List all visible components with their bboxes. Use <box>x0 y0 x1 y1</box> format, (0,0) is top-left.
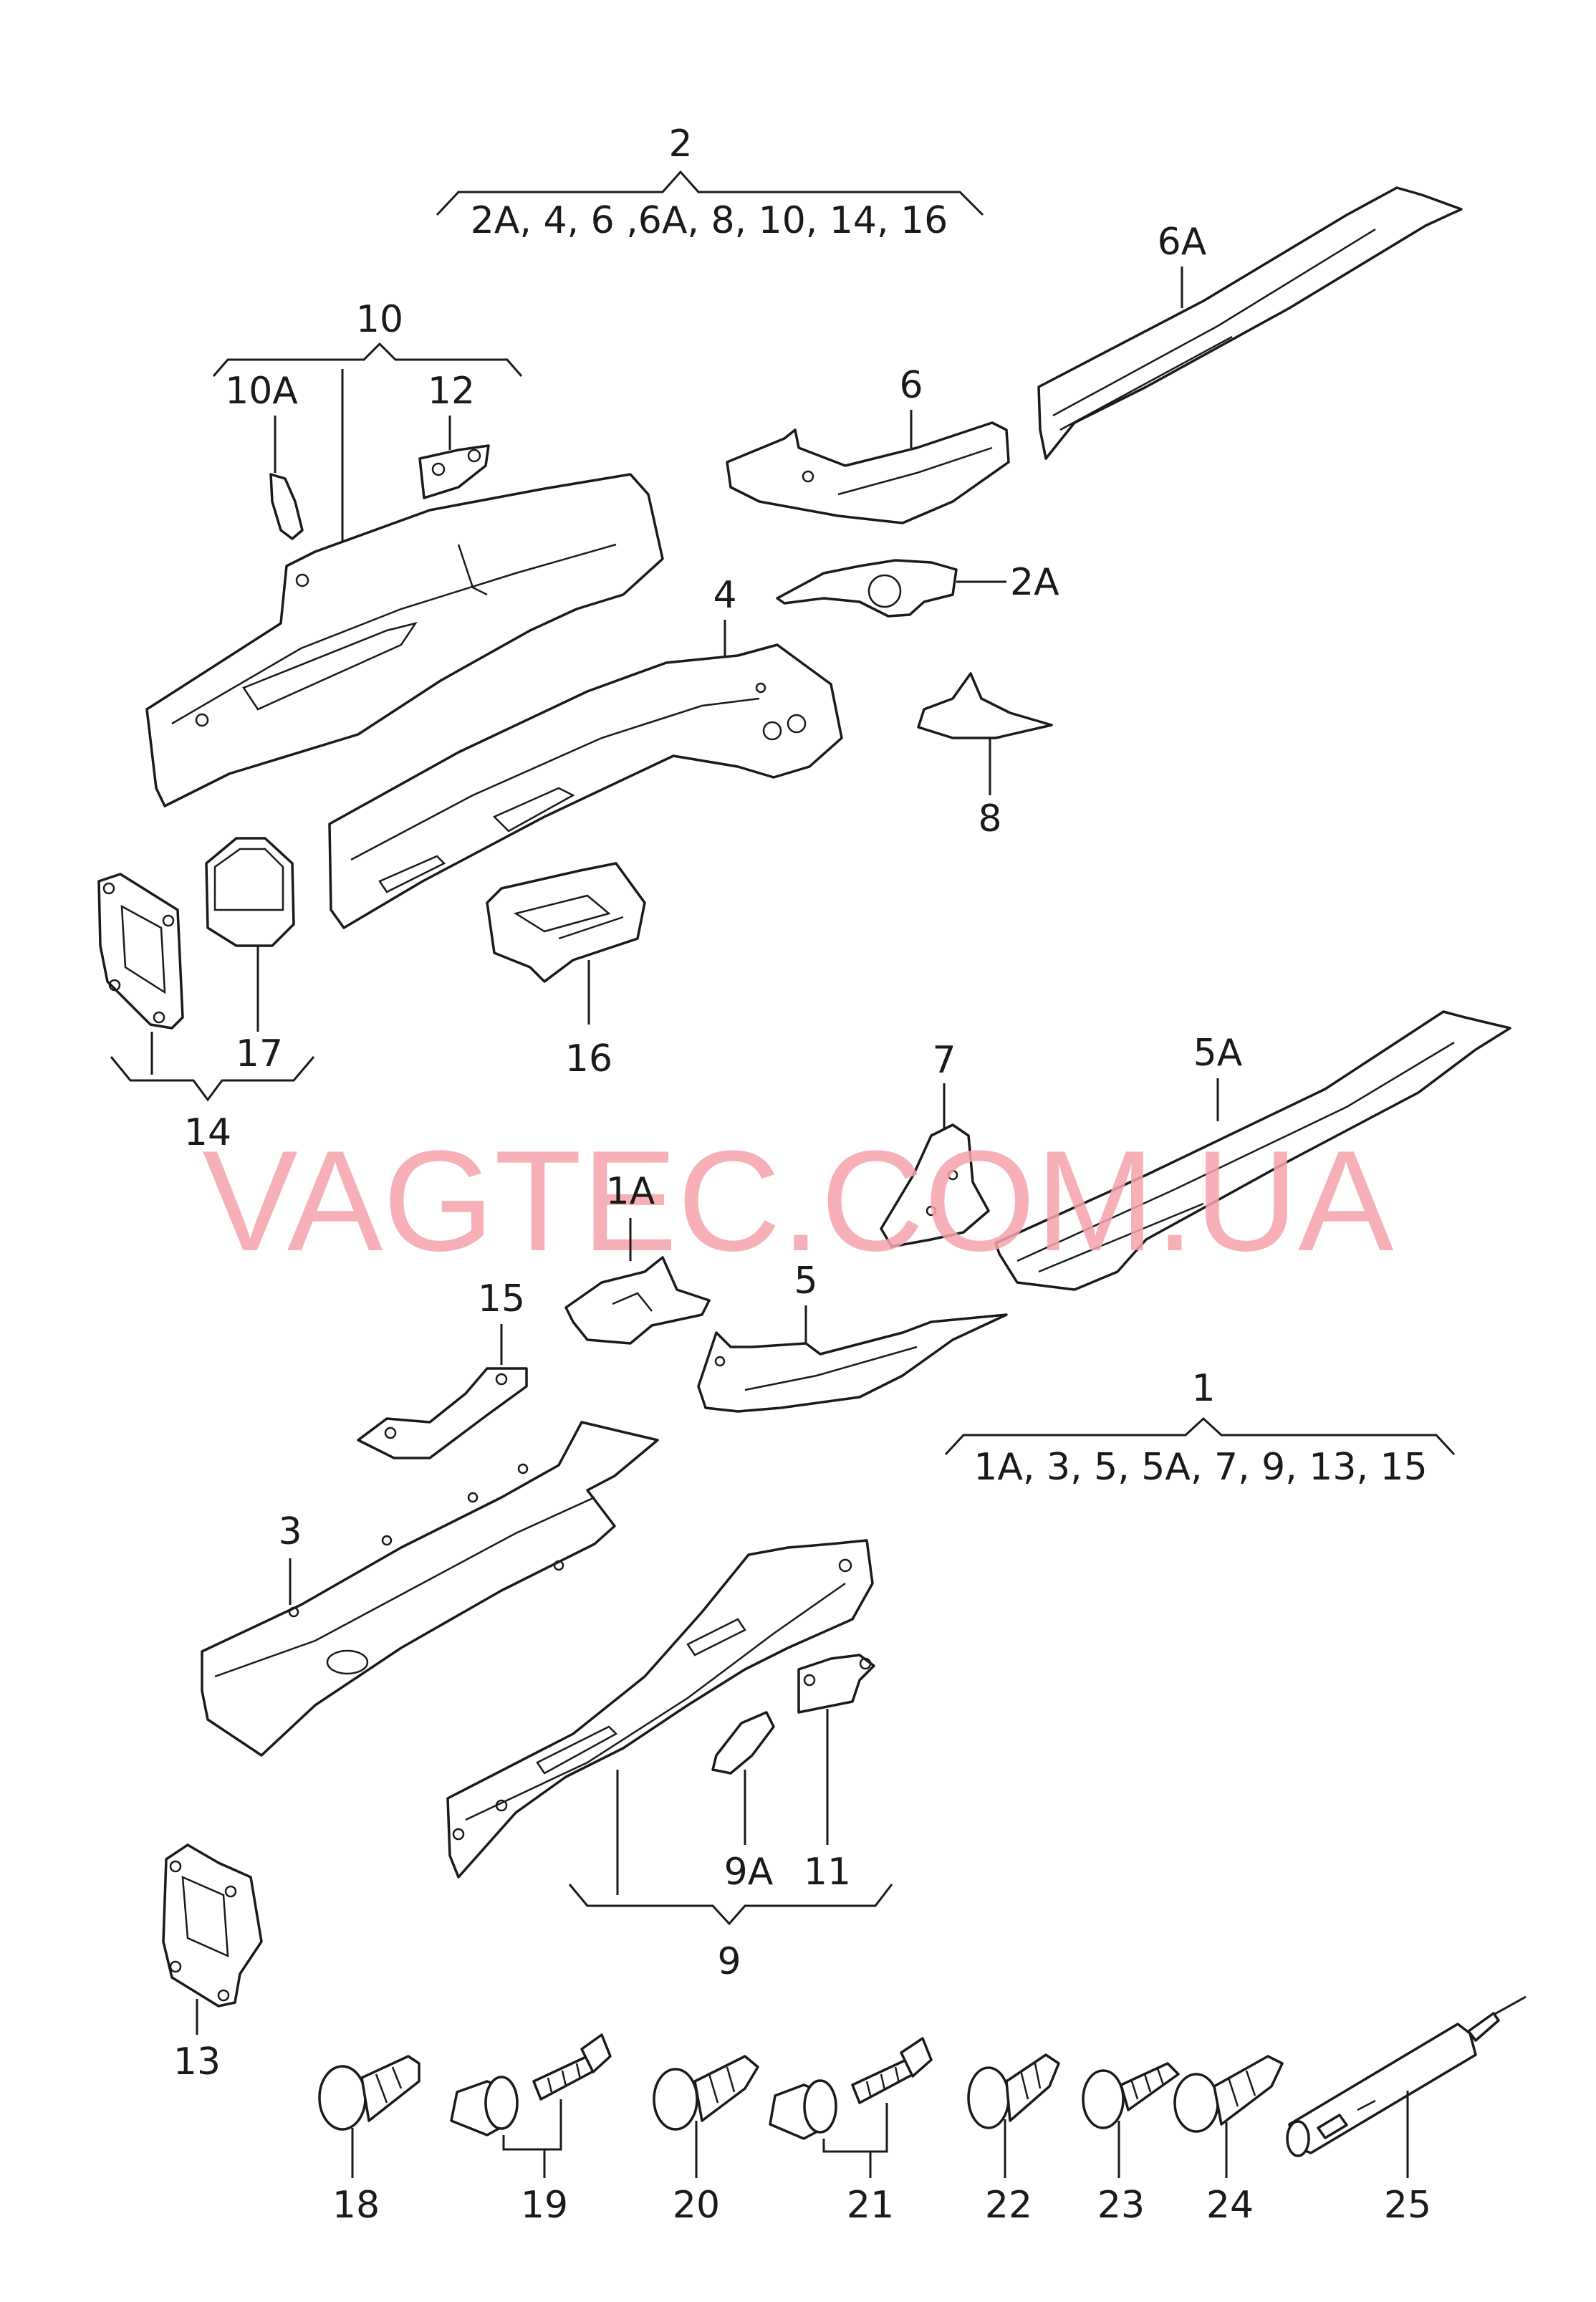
part-17-block <box>205 837 295 947</box>
label-5: 5 <box>794 1260 817 1303</box>
part-7 <box>880 1123 990 1248</box>
label-21: 21 <box>847 2184 894 2227</box>
part-9A <box>711 1711 775 1775</box>
part-16-mount <box>486 862 646 983</box>
part-19-bolt-nut <box>450 2033 612 2136</box>
group-14-bracket: 14 <box>110 1056 315 1154</box>
group-14-number: 14 <box>184 1111 231 1154</box>
part-23-screw <box>1082 2062 1180 2129</box>
part-12 <box>418 444 490 499</box>
part-24-clip <box>1173 2055 1284 2133</box>
part-9-rail <box>446 1539 874 1879</box>
part-13 <box>162 1843 263 2008</box>
label-6: 6 <box>899 364 923 407</box>
label-25: 25 <box>1384 2184 1431 2227</box>
part-5 <box>697 1313 1008 1413</box>
label-7: 7 <box>932 1039 956 1082</box>
group-1-members: 1A, 3, 5, 5A, 7, 9, 13, 15 <box>974 1446 1427 1489</box>
label-17: 17 <box>236 1032 283 1075</box>
label-24: 24 <box>1206 2184 1254 2227</box>
label-13: 13 <box>173 2040 221 2083</box>
part-20-clip <box>653 2055 759 2131</box>
group-2-bracket: 2 2A, 4, 6 ,6A, 8, 10, 14, 16 <box>436 123 984 242</box>
label-3: 3 <box>278 1510 302 1553</box>
label-11: 11 <box>804 1851 851 1894</box>
group-10-bracket: 10 <box>212 298 523 548</box>
group-9-number: 9 <box>717 1940 741 1983</box>
label-5A: 5A <box>1193 1032 1243 1075</box>
part-11 <box>797 1654 875 1714</box>
part-1A <box>564 1256 711 1345</box>
watermark-text: VAGTEC.COM.UA <box>202 1121 1394 1281</box>
group-9-bracket: 9 <box>568 1884 893 1983</box>
label-10A: 10A <box>225 370 298 413</box>
label-8: 8 <box>978 797 1001 840</box>
part-15 <box>357 1367 528 1459</box>
label-16: 16 <box>565 1037 612 1080</box>
label-20: 20 <box>673 2184 720 2227</box>
label-4: 4 <box>713 574 736 617</box>
part-14-plate <box>97 873 184 1030</box>
part-21-bolt-nut <box>769 2037 933 2140</box>
label-1A: 1A <box>606 1170 655 1213</box>
part-10-rail <box>145 473 664 807</box>
label-12: 12 <box>428 370 475 413</box>
label-19: 19 <box>521 2184 568 2227</box>
label-18: 18 <box>332 2184 380 2227</box>
group-1-number: 1 <box>1191 1367 1215 1410</box>
part-5A <box>994 1010 1511 1291</box>
group-10-number: 10 <box>356 298 403 341</box>
label-22: 22 <box>985 2184 1032 2227</box>
part-4-rail <box>328 643 843 929</box>
part-3-rail <box>201 1421 659 1757</box>
label-23: 23 <box>1097 2184 1145 2227</box>
part-25-tool <box>1286 1995 1527 2157</box>
group-1-bracket: 1 1A, 3, 5, 5A, 7, 9, 13, 15 <box>944 1367 1456 1489</box>
part-18-clip <box>318 2055 420 2131</box>
part-6 <box>726 421 1010 524</box>
part-10A <box>269 473 304 540</box>
label-2A: 2A <box>1010 561 1059 604</box>
label-9A: 9A <box>724 1851 774 1894</box>
part-8 <box>917 672 1053 739</box>
part-2A <box>776 559 958 618</box>
part-6A <box>1037 186 1463 460</box>
group-2-members: 2A, 4, 6 ,6A, 8, 10, 14, 16 <box>471 199 948 242</box>
label-6A: 6A <box>1158 221 1207 264</box>
label-15: 15 <box>478 1277 525 1320</box>
part-22-clip <box>967 2053 1060 2129</box>
group-2-number: 2 <box>668 123 692 166</box>
